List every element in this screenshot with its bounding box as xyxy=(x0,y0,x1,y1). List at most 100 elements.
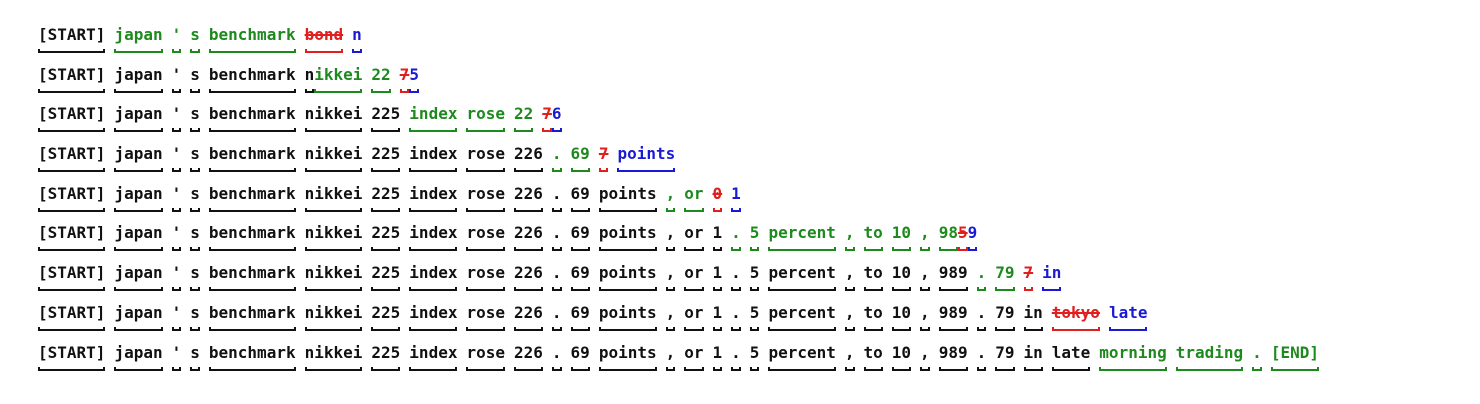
predicted-token: in xyxy=(1042,260,1062,292)
kept-token: nikkei xyxy=(304,340,362,371)
kept-token: , xyxy=(844,260,855,292)
added-token: percent xyxy=(768,220,837,252)
kept-token: index xyxy=(409,260,458,292)
kept-token: rose xyxy=(466,141,505,173)
kept-token: ' xyxy=(171,62,181,93)
added-token: . xyxy=(731,220,741,252)
kept-token: index xyxy=(409,181,458,212)
kept-token: [START] xyxy=(38,181,106,212)
kept-token: benchmark xyxy=(208,181,296,212)
added-token: index xyxy=(409,101,458,133)
kept-token: s xyxy=(190,141,200,173)
kept-token: in xyxy=(1023,340,1044,371)
kept-token: , xyxy=(844,340,855,371)
added-token: to xyxy=(863,220,884,252)
removed-token: bond xyxy=(304,22,343,53)
kept-token: rose xyxy=(466,340,505,371)
kept-token: . xyxy=(551,181,562,212)
kept-token: 5 xyxy=(749,260,759,292)
kept-token: . xyxy=(551,220,562,252)
kept-token: to xyxy=(863,260,884,292)
kept-token: [START] xyxy=(38,22,106,53)
kept-token: points xyxy=(598,340,657,371)
added-token: , xyxy=(844,220,855,252)
predicted-token: late xyxy=(1108,300,1147,331)
kept-token: 10 xyxy=(891,300,912,331)
kept-token: or xyxy=(684,300,704,331)
kept-token: benchmark xyxy=(208,260,296,292)
kept-token: ' xyxy=(171,220,181,252)
kept-token: , xyxy=(920,260,930,292)
kept-token: ' xyxy=(171,181,181,212)
kept-token: [START] xyxy=(38,260,106,292)
kept-token: rose xyxy=(466,260,505,292)
kept-token: ' xyxy=(171,141,181,173)
kept-token: benchmark xyxy=(208,300,296,331)
added-token: , xyxy=(665,181,675,212)
kept-token: , xyxy=(844,300,855,331)
kept-token: to xyxy=(863,300,884,331)
added-token: 22 xyxy=(514,101,534,133)
kept-token: 225 xyxy=(371,260,400,292)
kept-token: [START] xyxy=(38,62,106,93)
kept-token: index xyxy=(409,340,458,371)
kept-token: 225 xyxy=(371,101,400,133)
added-token: 79 xyxy=(995,260,1015,292)
kept-token: nikkei xyxy=(304,101,362,133)
predicted-token: 6 xyxy=(551,101,562,133)
kept-token: benchmark xyxy=(208,101,296,133)
kept-token: index xyxy=(409,141,458,173)
kept-token: japan xyxy=(114,300,163,331)
kept-token: s xyxy=(190,340,200,371)
kept-token: nikkei xyxy=(304,260,362,292)
kept-token: 1 xyxy=(712,260,722,292)
kept-token: benchmark xyxy=(208,220,296,252)
kept-token: . xyxy=(731,300,741,331)
kept-token: percent xyxy=(768,340,837,371)
kept-token: nikkei xyxy=(304,300,362,331)
removed-token: 0 xyxy=(712,181,722,212)
kept-token: , xyxy=(920,340,930,371)
removed-token: 7 xyxy=(399,62,409,93)
kept-token: points xyxy=(598,181,657,212)
kept-token: in xyxy=(1023,300,1044,331)
kept-token: or xyxy=(684,220,704,252)
kept-token: 5 xyxy=(749,300,759,331)
kept-token: . xyxy=(731,260,741,292)
kept-token: 69 xyxy=(570,260,591,292)
kept-token: percent xyxy=(768,260,837,292)
kept-token: ' xyxy=(171,260,181,292)
removed-token: 5 xyxy=(957,220,968,252)
kept-token: japan xyxy=(114,340,163,371)
kept-token: index xyxy=(409,220,458,252)
added-token: [END] xyxy=(1270,340,1320,371)
kept-token: s xyxy=(190,101,200,133)
kept-token: benchmark xyxy=(208,141,296,173)
kept-token: 5 xyxy=(749,340,759,371)
kept-token: [START] xyxy=(38,220,106,252)
kept-token: . xyxy=(731,340,741,371)
kept-token: japan xyxy=(114,181,163,212)
added-token: s xyxy=(190,22,200,53)
kept-token: 225 xyxy=(371,181,400,212)
kept-token: 226 xyxy=(514,340,543,371)
kept-token: 69 xyxy=(570,181,591,212)
added-token: . xyxy=(551,141,562,173)
kept-token: ' xyxy=(171,300,181,331)
kept-token: points xyxy=(598,260,657,292)
added-token: 98 xyxy=(938,220,959,252)
kept-token: 1 xyxy=(712,340,722,371)
kept-token: benchmark xyxy=(208,340,296,371)
kept-token: . xyxy=(551,300,562,331)
kept-token: . xyxy=(976,340,986,371)
added-token: 69 xyxy=(570,141,591,173)
kept-token: japan xyxy=(114,62,163,93)
kept-token: 225 xyxy=(371,340,400,371)
added-token: . xyxy=(976,260,986,292)
kept-token: s xyxy=(190,181,200,212)
kept-token: rose xyxy=(466,300,505,331)
removed-token: 7 xyxy=(1023,260,1033,292)
